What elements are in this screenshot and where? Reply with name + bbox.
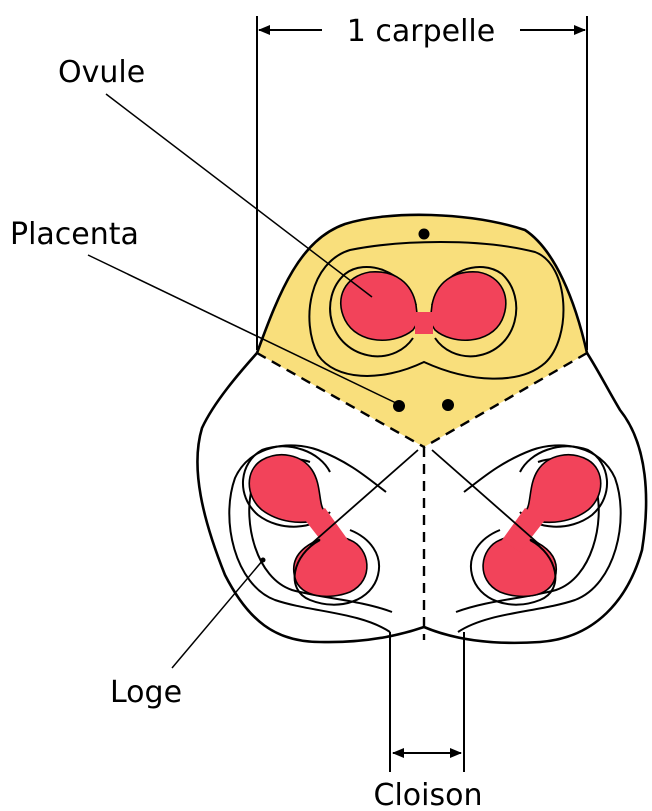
right-ovule-upper [525,455,601,523]
ovule-leader-line [106,94,372,297]
carpel-width-label: 1 carpelle [347,14,495,49]
left-carpel [229,445,418,632]
septum-annotation: Cloison [374,632,483,811]
locule-annotation: Loge [110,560,263,710]
locule-leader-line [172,560,263,668]
placenta-label: Placenta [10,217,139,252]
ovule-annotation: Ovule [58,55,372,297]
septum-label: Cloison [374,778,483,811]
right-carpel [432,445,621,632]
top-vascular-bundle [419,229,430,240]
top-funicle [415,312,433,334]
left-ovule-upper [249,455,325,523]
placenta-dot-right [442,399,454,411]
ovule-label: Ovule [58,55,145,90]
locule-label: Loge [110,675,182,710]
